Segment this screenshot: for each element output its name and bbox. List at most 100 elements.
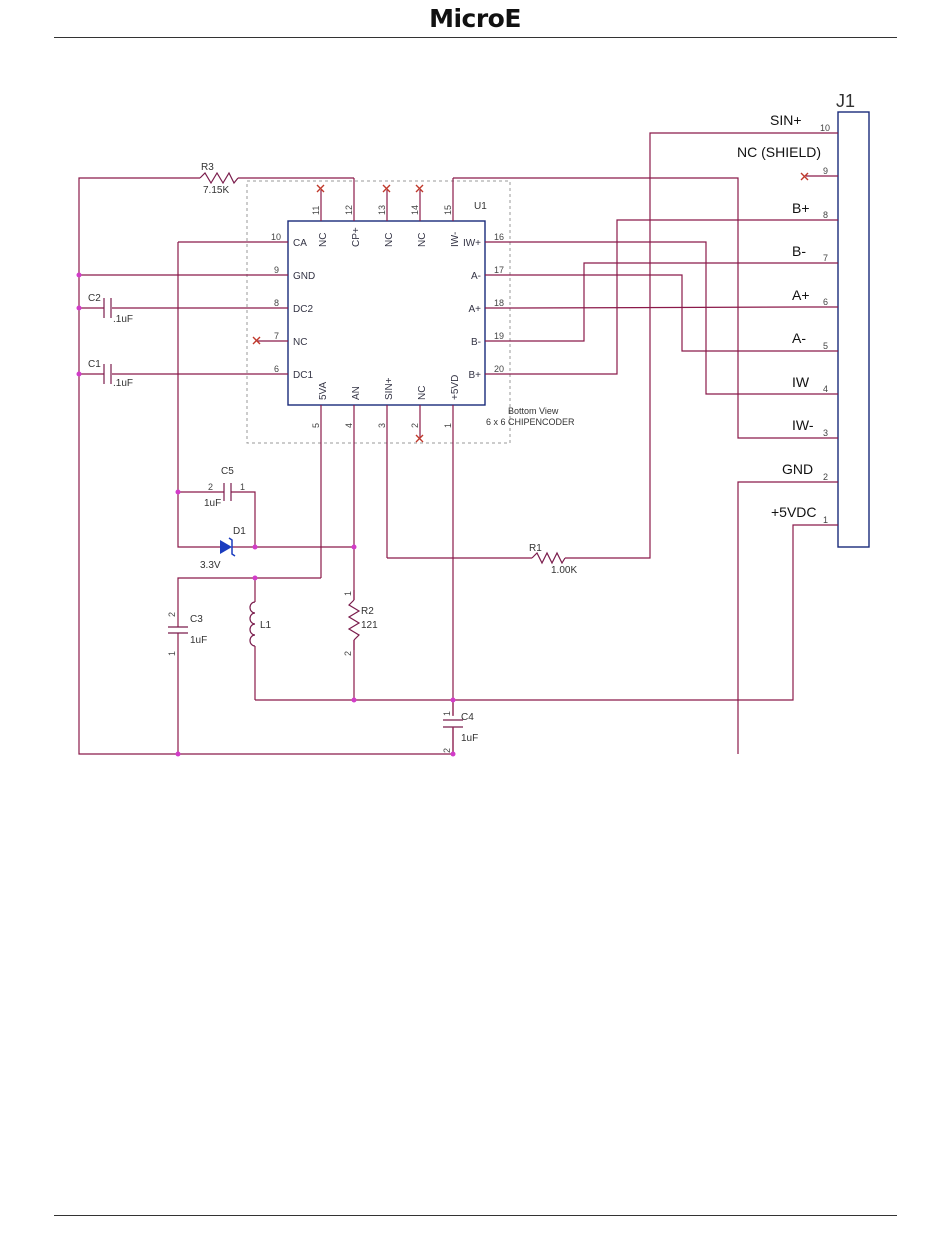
left-pin-label: CA xyxy=(293,238,307,249)
j1-pin-num: 1 xyxy=(823,515,828,525)
footer-rule xyxy=(54,1215,897,1216)
j1-pin-stubs xyxy=(806,132,838,526)
c4-value: 1uF xyxy=(461,733,478,744)
j1-connector-body xyxy=(837,111,870,548)
right-pin-label: A+ xyxy=(468,304,481,315)
j1-pin-label: SIN+ xyxy=(770,112,802,128)
c5-capacitor: C5 2 1 1uF xyxy=(204,466,245,509)
c3-value: 1uF xyxy=(190,635,207,646)
j1-pin-num: 3 xyxy=(823,428,828,438)
r2-pin1: 1 xyxy=(343,591,353,596)
r1-ref: R1 xyxy=(529,543,542,554)
c1-capacitor: C1 .1uF xyxy=(88,359,133,389)
c5-pin2: 2 xyxy=(208,482,213,492)
left-pin-num: 8 xyxy=(274,298,279,308)
right-pin-num: 17 xyxy=(494,265,504,275)
left-pin-num: 7 xyxy=(274,331,279,341)
bottom-pin-num: 4 xyxy=(344,423,354,428)
l1-inductor: L1 xyxy=(249,601,272,647)
top-pin-label: CP+ xyxy=(351,227,362,247)
top-pin-label: NC xyxy=(417,233,428,247)
r2-ref: R2 xyxy=(361,606,374,617)
junction-dots xyxy=(76,272,456,757)
bottom-pin-num: 3 xyxy=(377,423,387,428)
top-pin-num: 13 xyxy=(377,205,387,215)
left-pin-num: 6 xyxy=(274,364,279,374)
r2-resistor: R2 121 1 2 xyxy=(343,590,378,656)
left-pin-label: DC2 xyxy=(293,304,313,315)
l1-ref: L1 xyxy=(260,620,272,631)
d1-zener-diode: D1 3.3V xyxy=(200,526,246,571)
j1-pin-num: 5 xyxy=(823,341,828,351)
top-pin-num: 11 xyxy=(311,206,321,215)
j1-pin-num: 6 xyxy=(823,297,828,307)
top-pin-num: 15 xyxy=(443,205,453,215)
c3-ref: C3 xyxy=(190,614,203,625)
bottom-pin-num: 2 xyxy=(410,423,420,428)
r1-value: 1.00K xyxy=(551,565,577,576)
c2-ref: C2 xyxy=(88,293,101,304)
bottom-pin-label: SIN+ xyxy=(384,377,395,400)
d1-ref: D1 xyxy=(233,526,246,537)
signal-nets xyxy=(255,132,807,754)
c2-capacitor: C2 .1uF xyxy=(88,293,133,325)
top-pin-num: 14 xyxy=(410,205,420,215)
j1-pin-label: +5VDC xyxy=(771,504,817,520)
chip-bottom-pins: 5 4 3 2 1 5VA AN SIN+ NC +5VD xyxy=(311,375,461,754)
j1-pin-label: B- xyxy=(792,243,806,259)
chip-name-label: 6 x 6 CHIPENCODER xyxy=(486,417,575,427)
no-connect-markers xyxy=(252,172,809,443)
top-pin-num: 12 xyxy=(344,205,354,215)
right-pin-num: 16 xyxy=(494,232,504,242)
right-pin-num: 19 xyxy=(494,331,504,341)
chip-ref: U1 xyxy=(474,201,487,212)
r3-resistor: R3 7.15K xyxy=(199,162,239,196)
c5-value: 1uF xyxy=(204,498,221,509)
j1-pin-label: A- xyxy=(792,330,806,346)
right-pin-label: A- xyxy=(471,271,481,282)
right-pin-num: 18 xyxy=(494,298,504,308)
left-pin-num: 10 xyxy=(271,232,281,242)
j1-pin-num: 9 xyxy=(823,166,828,176)
j1-pin-num: 2 xyxy=(823,472,828,482)
left-pin-num: 9 xyxy=(274,265,279,275)
c4-capacitor: C4 1 2 1uF xyxy=(442,711,478,754)
top-pin-label: NC xyxy=(384,233,395,247)
c1-value: .1uF xyxy=(113,378,133,389)
j1-pin-label: GND xyxy=(782,461,813,477)
c5-pin1: 1 xyxy=(240,482,245,492)
page-header-title: MicroE xyxy=(429,4,521,33)
left-pin-label: DC1 xyxy=(293,370,313,381)
chip-view-label: Bottom View xyxy=(508,406,559,416)
top-pin-label: IW- xyxy=(450,232,461,247)
r3-value: 7.15K xyxy=(203,185,229,196)
bottom-pin-num: 1 xyxy=(443,423,453,428)
j1-pin-label: B+ xyxy=(792,200,810,216)
c1-ref: C1 xyxy=(88,359,101,370)
c3-pin2: 2 xyxy=(167,612,177,617)
chip-dashed-outline xyxy=(246,180,511,444)
j1-ref: J1 xyxy=(836,91,855,111)
top-pin-label: NC xyxy=(318,233,329,247)
d1-value: 3.3V xyxy=(200,560,221,571)
j1-pin-labels: SIN+ NC (SHIELD) B+ B- A+ A- IW IW- GND … xyxy=(737,112,821,520)
j1-pin-num: 7 xyxy=(823,253,828,263)
r1-resistor: R1 1.00K xyxy=(529,543,577,576)
j1-pin-numbers: 10 9 8 7 6 5 4 3 2 1 xyxy=(820,123,830,525)
bottom-pin-label: AN xyxy=(351,386,362,400)
c3-pin1: 1 xyxy=(167,651,177,656)
c4-pin2: 2 xyxy=(442,748,452,753)
j1-pin-label: NC (SHIELD) xyxy=(737,144,821,160)
j1-pin-num: 10 xyxy=(820,123,830,133)
c2-value: .1uF xyxy=(113,314,133,325)
right-pin-label: B- xyxy=(471,337,481,348)
c4-pin1: 1 xyxy=(442,711,452,716)
left-pin-label: NC xyxy=(293,337,307,348)
j1-pin-label: A+ xyxy=(792,287,810,303)
c4-ref: C4 xyxy=(461,712,474,723)
chip-right-pins: 16 17 18 19 20 IW+ A- A+ B- B+ xyxy=(463,232,518,381)
r3-ref: R3 xyxy=(201,162,214,173)
j1-pin-num: 8 xyxy=(823,210,828,220)
bottom-pin-label: 5VA xyxy=(318,382,329,400)
